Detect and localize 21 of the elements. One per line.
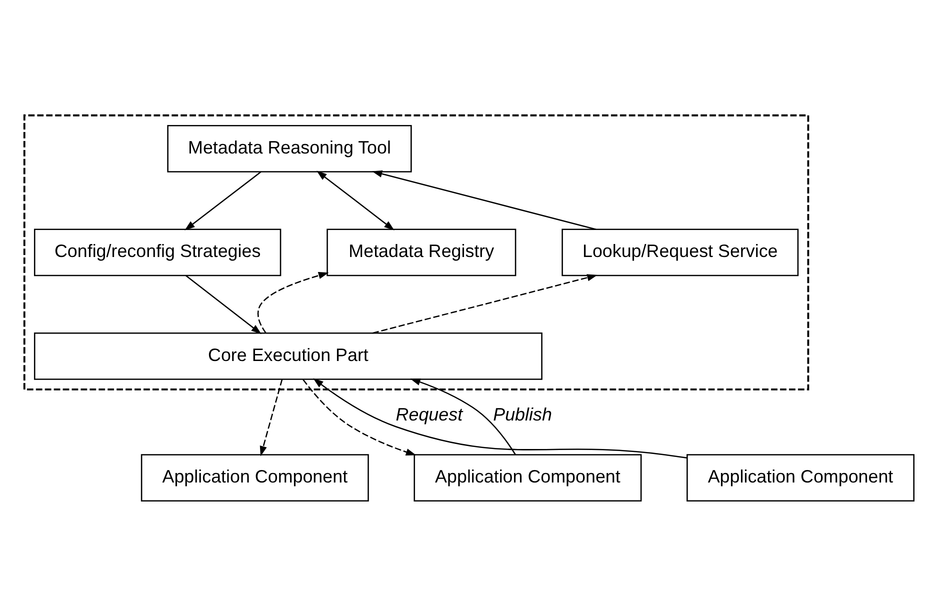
- node-box: Application Component: [414, 454, 642, 502]
- node-box: Metadata Registry: [326, 228, 516, 276]
- arrow: [186, 275, 262, 334]
- node-box: Metadata Reasoning Tool: [167, 124, 412, 172]
- arrow: [257, 272, 329, 334]
- arrow: [372, 170, 596, 230]
- arrow: [372, 274, 598, 334]
- edge-label: Request: [396, 404, 463, 424]
- arrow: [410, 378, 516, 456]
- node-box: Lookup/Request Service: [562, 228, 799, 276]
- arrow: [313, 378, 687, 458]
- node-box: Application Component: [686, 454, 914, 502]
- arrow: [316, 170, 394, 230]
- node-box: Core Execution Part: [34, 332, 542, 380]
- node-box: Config/reconfig Strategies: [34, 228, 282, 276]
- edge-label: Publish: [493, 404, 552, 424]
- cluster: [23, 114, 810, 390]
- arrow: [302, 379, 416, 456]
- arrow: [260, 379, 283, 456]
- node-box: Application Component: [140, 454, 369, 502]
- arrow: [184, 171, 262, 230]
